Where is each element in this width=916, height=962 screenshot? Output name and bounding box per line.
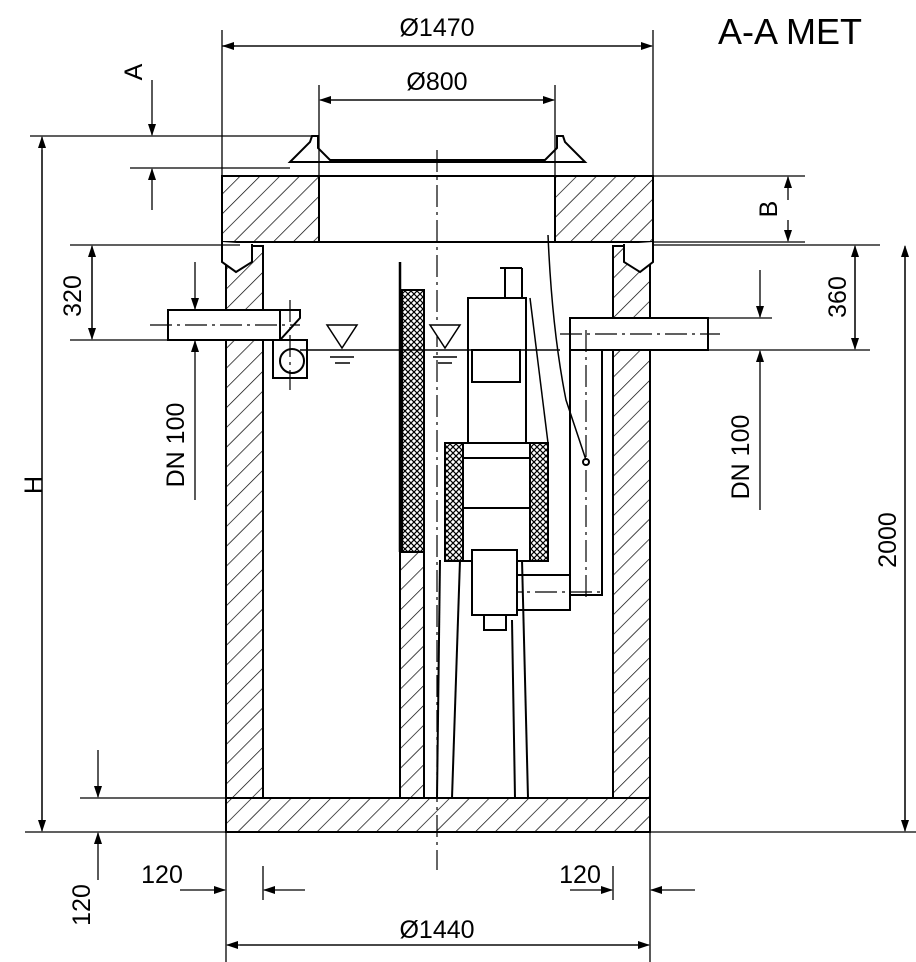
dim-inlet-depth: 320 (59, 275, 87, 317)
dim-inlet-pipe: DN 100 (162, 403, 190, 488)
dimension-lines (25, 30, 916, 962)
dim-opening-diameter: Ø800 (406, 68, 467, 96)
dim-outlet-pipe: DN 100 (727, 415, 755, 500)
dim-outer-bottom-diameter: Ø1440 (399, 916, 474, 944)
dim-slab-thickness: B (755, 201, 783, 218)
dim-inner-height: 2000 (874, 512, 902, 568)
dim-outer-top-diameter: Ø1470 (399, 14, 474, 42)
inlet-pipe (150, 300, 308, 390)
dim-total-height: H (20, 476, 48, 494)
dim-outlet-depth: 360 (824, 276, 852, 318)
dim-wall-left: 120 (141, 861, 183, 889)
dim-base-thickness: 120 (68, 884, 96, 926)
water-level-markers (300, 324, 560, 364)
partition-wall (398, 262, 425, 799)
tank-walls (221, 242, 654, 833)
pump-assembly (436, 234, 590, 799)
dim-wall-right: 120 (559, 861, 601, 889)
section-title: A-A MET (718, 11, 862, 52)
dim-cover-height: A (120, 63, 148, 80)
outlet-pipe (496, 317, 720, 611)
